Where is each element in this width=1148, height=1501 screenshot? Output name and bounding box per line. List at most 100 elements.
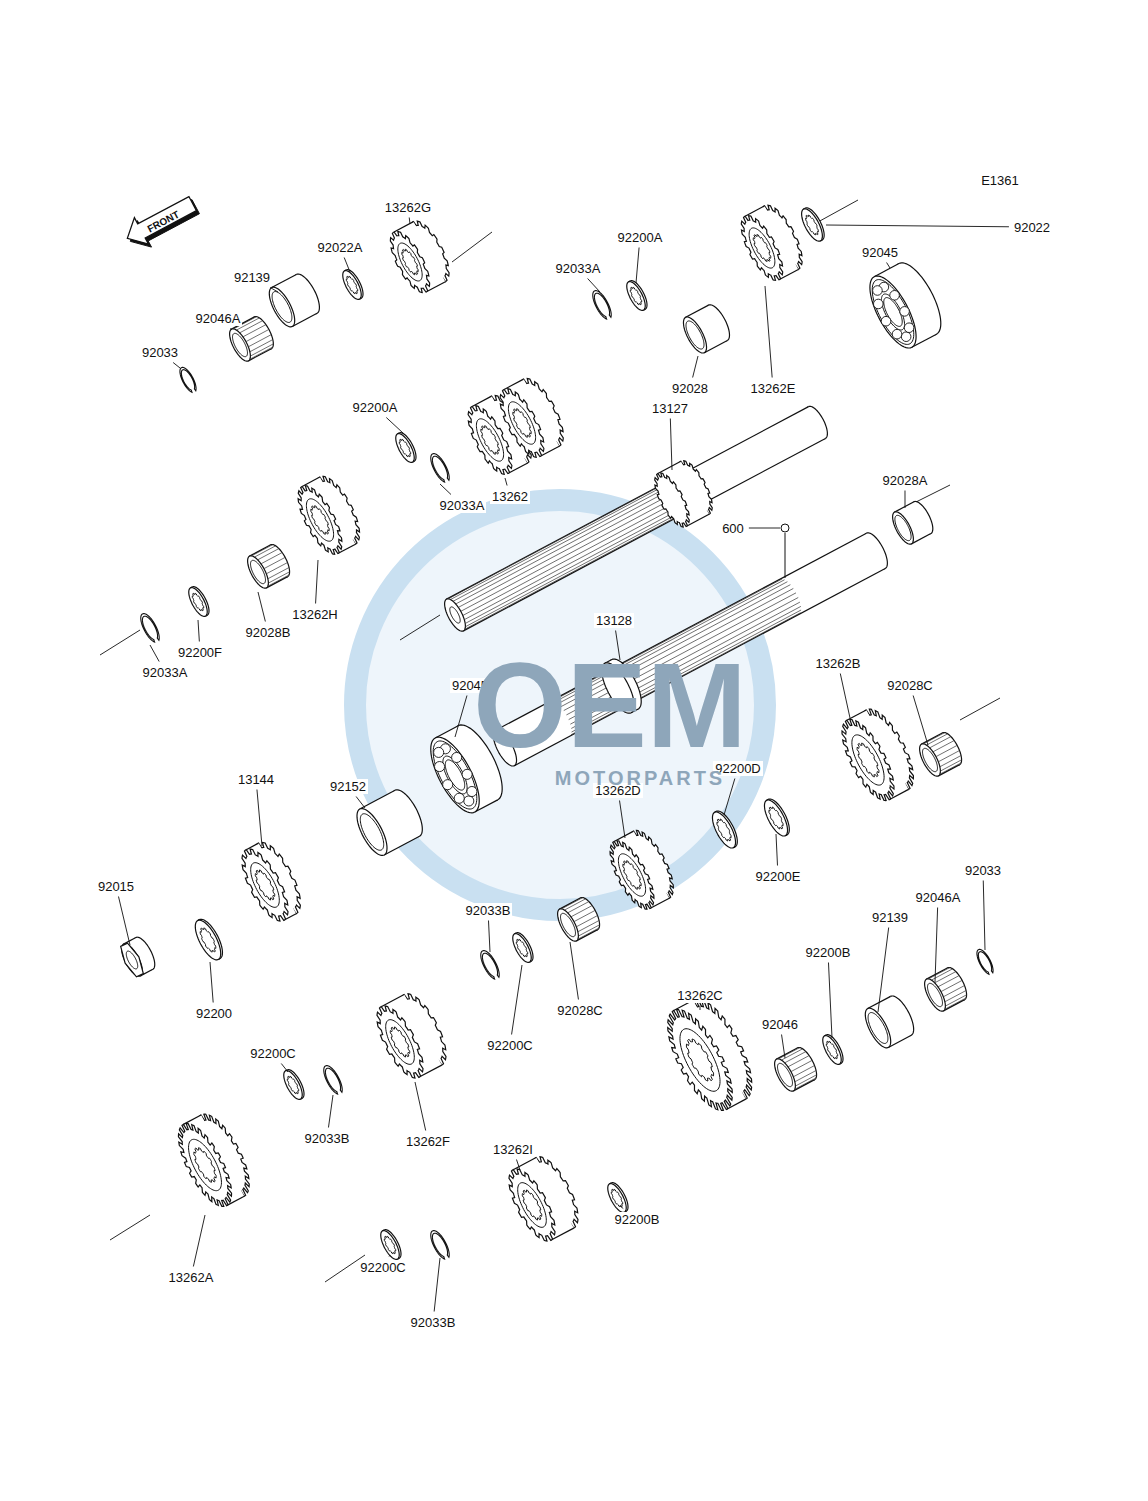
part-outline bbox=[610, 841, 654, 909]
bearing-ball bbox=[443, 780, 453, 790]
part-outline bbox=[925, 979, 946, 1011]
transmission-parts bbox=[100, 200, 1000, 1282]
leader-line bbox=[588, 279, 600, 293]
leader-line bbox=[620, 1206, 623, 1209]
part-edge bbox=[686, 305, 709, 317]
spline-line bbox=[931, 969, 952, 980]
part-outline bbox=[192, 593, 203, 611]
spline-line bbox=[568, 902, 589, 913]
spline-line bbox=[461, 494, 682, 611]
part-edge bbox=[504, 379, 523, 389]
leader-line bbox=[776, 834, 777, 866]
spline-line bbox=[943, 986, 964, 997]
part-outline bbox=[857, 743, 879, 777]
part-outline bbox=[396, 434, 414, 463]
spline-line bbox=[465, 506, 686, 623]
part-outline bbox=[481, 426, 499, 455]
leader-line bbox=[389, 1255, 391, 1257]
part-outline bbox=[377, 1006, 423, 1078]
leader-line bbox=[455, 696, 467, 738]
spline-line bbox=[933, 741, 954, 752]
part-outline bbox=[928, 983, 943, 1006]
callout-number: 92033B bbox=[303, 1131, 352, 1146]
part-outline bbox=[272, 292, 292, 323]
spline-line bbox=[246, 329, 269, 341]
part-outline bbox=[623, 861, 641, 890]
part-outline bbox=[189, 588, 207, 617]
axis-line bbox=[100, 630, 140, 655]
spline-line bbox=[791, 1060, 812, 1071]
bearing-ball bbox=[892, 329, 902, 339]
bearing-ball bbox=[464, 796, 474, 806]
part-edge bbox=[745, 206, 764, 216]
callout-number: 92033 bbox=[140, 345, 180, 360]
leader-line bbox=[887, 263, 890, 269]
part-outline bbox=[284, 1071, 302, 1100]
part-outline bbox=[683, 317, 706, 353]
part-outline bbox=[865, 1008, 890, 1048]
part-edge bbox=[874, 264, 899, 277]
leader-line bbox=[173, 363, 180, 369]
part-outline bbox=[269, 287, 294, 327]
bearing-ball bbox=[467, 786, 477, 796]
leader-line bbox=[828, 963, 832, 1039]
leader-line bbox=[693, 356, 698, 378]
direction-arrow: FRONT bbox=[118, 188, 202, 254]
bearing-ball bbox=[881, 316, 891, 326]
leader-line bbox=[210, 962, 213, 1003]
bearing-ball bbox=[904, 323, 914, 333]
part-outline bbox=[769, 807, 783, 829]
spline-line bbox=[463, 498, 684, 615]
spline-line bbox=[250, 340, 273, 352]
leader-line bbox=[782, 1035, 785, 1059]
spline-line bbox=[576, 916, 597, 927]
part-outline bbox=[189, 1139, 222, 1190]
part-outline bbox=[343, 271, 361, 300]
leader-line bbox=[356, 797, 365, 809]
callout-number: 13262G bbox=[383, 200, 433, 215]
callout-number: 13262I bbox=[491, 1142, 535, 1157]
bearing-ball bbox=[890, 291, 900, 301]
axis-line bbox=[960, 698, 1000, 720]
callout-number: 92033 bbox=[963, 863, 1003, 878]
leader-line bbox=[785, 533, 786, 578]
part-outline bbox=[627, 282, 645, 311]
leader-line bbox=[826, 225, 1009, 227]
callout-number: 92200F bbox=[176, 645, 224, 660]
bearing-ball bbox=[873, 286, 883, 296]
part-outline bbox=[508, 402, 535, 444]
part-outline bbox=[764, 800, 787, 836]
spline-line bbox=[788, 1056, 809, 1067]
axis-line bbox=[110, 1215, 150, 1240]
spline-line bbox=[250, 347, 273, 359]
callout-number: 92046 bbox=[760, 1017, 800, 1032]
spline-line bbox=[795, 1078, 816, 1089]
callout-number: 92200C bbox=[485, 1038, 535, 1053]
leader-line bbox=[257, 790, 262, 847]
part-outline bbox=[870, 276, 916, 348]
spline-line bbox=[248, 335, 271, 347]
leader-line bbox=[193, 1215, 205, 1267]
part-outline bbox=[431, 1231, 449, 1259]
part-outline bbox=[360, 814, 383, 851]
callout-number: 92200C bbox=[358, 1260, 408, 1275]
part-outline bbox=[561, 913, 576, 936]
part-outline bbox=[450, 607, 460, 623]
part-edge bbox=[704, 340, 727, 352]
part-outline bbox=[611, 1189, 622, 1207]
part-outline bbox=[686, 321, 704, 349]
leader-line bbox=[488, 921, 490, 953]
bearing-ball bbox=[900, 307, 910, 317]
spline-line bbox=[574, 910, 595, 921]
part-edge bbox=[302, 477, 320, 486]
leader-line bbox=[670, 419, 672, 471]
spline-line bbox=[795, 1075, 816, 1086]
part-outline bbox=[122, 944, 143, 976]
leader-line bbox=[505, 478, 507, 486]
leader-line bbox=[516, 1160, 520, 1171]
spline-line bbox=[936, 745, 957, 756]
spline-line bbox=[268, 572, 289, 583]
spline-line bbox=[254, 546, 275, 557]
part-outline bbox=[251, 863, 280, 908]
